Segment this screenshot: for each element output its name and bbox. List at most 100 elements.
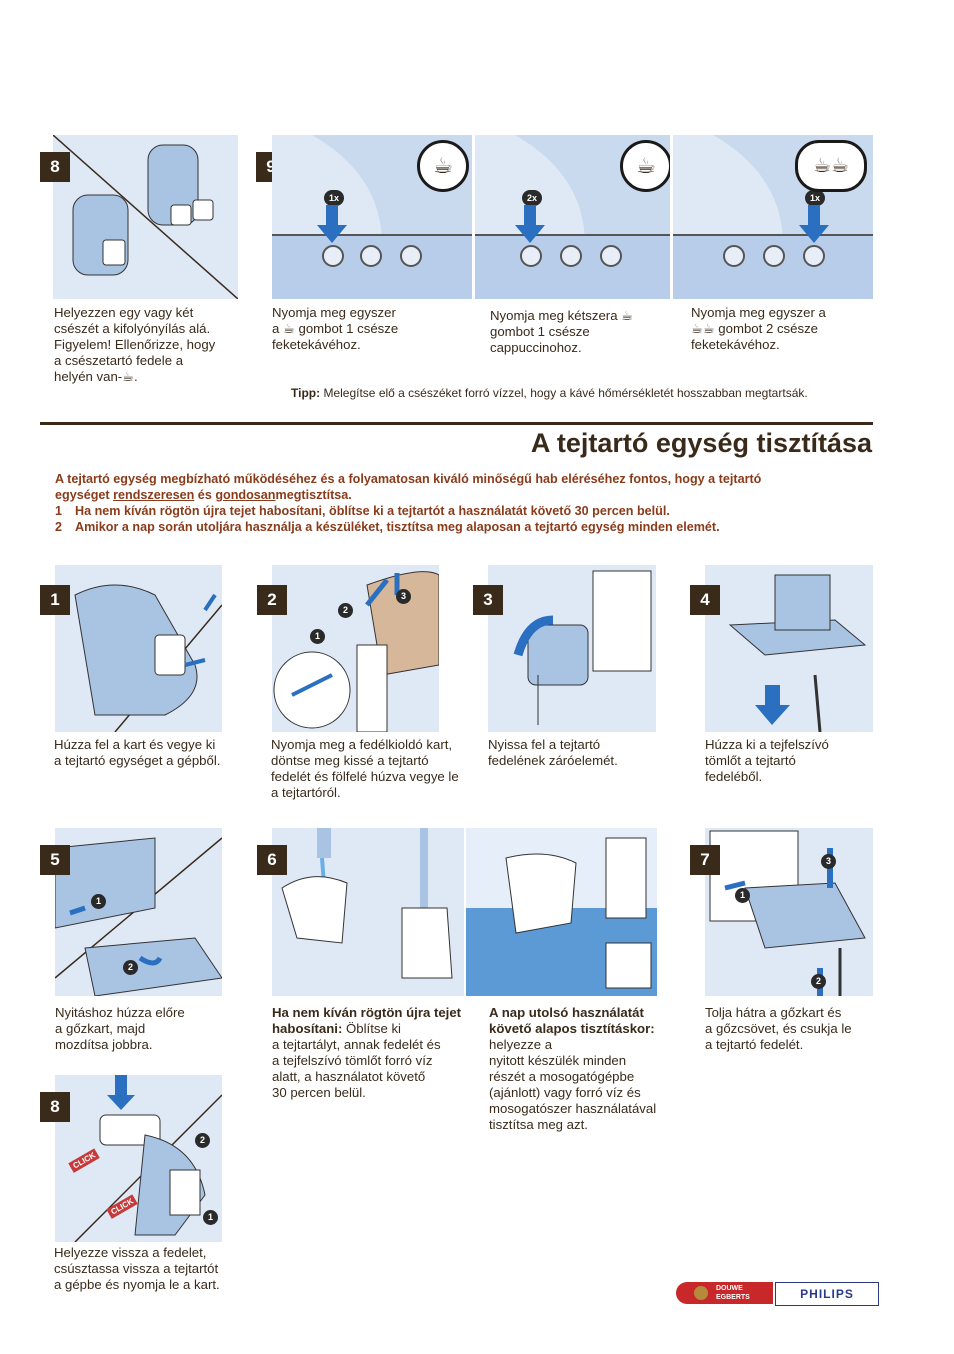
coffee-machine-illustration — [53, 135, 238, 299]
two-cup-button[interactable] — [600, 245, 622, 267]
intro-line: A tejtartó egység megbízható működéséhez… — [55, 472, 762, 486]
step8-caption: Helyezze vissza a fedelet, csúsztassa vi… — [54, 1245, 220, 1293]
step6-dishwasher-illustration — [466, 828, 657, 996]
caption-line: feketekávéhoz. — [691, 337, 780, 352]
caption-line: gombot 1 csésze — [490, 324, 590, 339]
caption-line: tömlőt a tejtartó — [705, 753, 796, 768]
caption-line: Nyitáshoz húzza előre — [55, 1005, 185, 1020]
caption-line: a gőzkart, majd — [55, 1021, 146, 1036]
step-badge: 7 — [690, 845, 720, 875]
dishwasher-illustration — [466, 837, 657, 996]
caption-line: a gőzcsövet, és csukja le — [705, 1021, 852, 1036]
section-divider — [40, 422, 873, 425]
step8-top-caption: Helyezzen egy vagy két csészét a kifolyó… — [54, 305, 215, 385]
caption-line: helyén van-☕. — [54, 369, 138, 384]
caption-line: a gépbe és nyomja le a kart. — [54, 1277, 220, 1292]
step-badge: 8 — [40, 152, 70, 182]
caption-line: fedelének záróelemét. — [488, 753, 618, 768]
power-button[interactable] — [763, 245, 785, 267]
close-lid-illustration — [709, 830, 866, 996]
step6-rinse-illustration — [272, 828, 464, 996]
intro-paragraph: A tejtartó egység megbízható működéséhez… — [55, 471, 875, 503]
step-number-2: 2 — [338, 603, 353, 618]
reinsert-jug-illustration — [74, 1075, 222, 1242]
section-title: A tejtartó egység tisztítása — [530, 428, 872, 458]
step-number-3: 3 — [396, 589, 411, 604]
caption-line: nyitott készülék minden — [489, 1053, 627, 1068]
two-cup-button[interactable] — [803, 245, 825, 267]
espresso-button[interactable] — [322, 245, 344, 267]
two-cup-button[interactable] — [400, 245, 422, 267]
intro-underline: rendszeresen — [113, 488, 195, 502]
machine-lever-illustration — [74, 584, 222, 732]
step-badge: 4 — [690, 585, 720, 615]
espresso-button[interactable] — [520, 245, 542, 267]
lid-latch-illustration — [513, 570, 652, 725]
caption-line: (ajánlott) vagy forró víz és — [489, 1085, 641, 1100]
two-cups-icon: ☕☕ — [795, 140, 867, 192]
item-text: Amikor a nap során utoljára használja a … — [75, 520, 720, 534]
caption-line: Helyezzen egy vagy két — [54, 305, 194, 320]
caption-line: tisztítsa meg azt. — [489, 1117, 588, 1132]
philips-logo: PHILIPS — [775, 1282, 879, 1306]
caption-line: helyezze a — [489, 1037, 553, 1052]
caption-line: 30 percen belül. — [272, 1085, 366, 1100]
caption-line: feketekávéhoz. — [272, 337, 361, 352]
step2-illustration: 1 2 3 — [272, 565, 439, 732]
logo-seal — [694, 1286, 708, 1300]
espresso-button[interactable] — [723, 245, 745, 267]
caption-line: Öblítse ki — [346, 1021, 401, 1036]
step6-caption-b: A nap utolsó használatát követő alapos t… — [489, 1005, 679, 1133]
caption-line: Húzza fel a kart és vegye ki — [54, 737, 216, 752]
caption-line: Nyomja meg kétszera ☕ — [490, 308, 634, 323]
caption-line: Tolja hátra a gőzkart és — [705, 1005, 842, 1020]
rinse-under-tap-illustration — [281, 828, 453, 979]
step9-caption-3: Nyomja meg egyszer a ☕☕ gombot 2 csésze … — [691, 305, 826, 353]
power-button[interactable] — [560, 245, 582, 267]
caption-line: Helyezze vissza a fedelet, — [54, 1245, 207, 1260]
intro-text: és — [194, 488, 216, 502]
step9-caption-2: Nyomja meg kétszera ☕ gombot 1 csésze ca… — [490, 308, 633, 356]
caption-bold: A nap utolsó használatát követő alapos t… — [489, 1005, 655, 1036]
single-cup-icon: ☕ — [417, 140, 469, 192]
caption-line: a tejtartóról. — [271, 785, 341, 800]
cappuccino-cup-icon: ☕ — [620, 140, 670, 192]
step5-illustration: 1 2 — [55, 828, 222, 996]
tip-note: Tipp: Melegítse elő a csészéket forró ví… — [291, 386, 808, 400]
step-number-1: 1 — [735, 888, 750, 903]
intro-line: egységet rendszeresen és gondosanmegtisz… — [55, 487, 875, 503]
step5-caption: Nyitáshoz húzza előre a gőzkart, majd mo… — [55, 1005, 185, 1053]
step4-caption: Húzza ki a tejfelszívó tömlőt a tejtartó… — [705, 737, 829, 785]
tip-text: Melegítse elő a csészéket forró vízzel, … — [323, 386, 808, 400]
caption-line: a csészetartó fedele a — [54, 353, 184, 368]
caption-line: fedelét és fölfelé húzva vegye le — [271, 769, 459, 784]
press-count-badge: 2x — [522, 190, 542, 206]
step2-caption: Nyomja meg a fedélkioldó kart, döntse me… — [271, 737, 459, 801]
milk-jug-lid-illustration — [273, 571, 439, 732]
power-button[interactable] — [360, 245, 382, 267]
step-number-2: 2 — [195, 1133, 210, 1148]
item-number: 2 — [55, 520, 63, 534]
intro-underline: gondosan — [215, 488, 276, 502]
caption-line: mosogatószer használatával — [489, 1101, 657, 1116]
caption-line: mozdítsa jobbra. — [55, 1037, 153, 1052]
caption-line: a tejtartályt, annak fedelét és — [272, 1037, 441, 1052]
step9-panel-1: 1x ☕ — [272, 135, 472, 299]
tip-label: Tipp: — [291, 386, 321, 400]
step9-panel-3: 1x ☕☕ — [673, 135, 873, 299]
step-badge: 5 — [40, 845, 70, 875]
step9-panel-2: 2x ☕ — [475, 135, 670, 299]
down-arrow-icon — [799, 205, 829, 243]
steam-lever-illustration — [55, 837, 222, 996]
caption-line: a ☕ gombot 1 csésze — [272, 321, 399, 336]
step-number-1: 1 — [203, 1210, 218, 1225]
caption-line: cappuccinohoz. — [490, 340, 582, 355]
press-count-badge: 1x — [805, 190, 825, 206]
step8-top-illustration — [53, 135, 238, 299]
caption-line: alatt, a használatot követő — [272, 1069, 426, 1084]
caption-line: Nyomja meg a fedélkioldó kart, — [271, 737, 453, 752]
down-arrow-icon — [515, 205, 545, 243]
step-number-3: 3 — [821, 854, 836, 869]
press-count-badge: 1x — [324, 190, 344, 206]
logo-text: DOUWE — [716, 1285, 743, 1292]
